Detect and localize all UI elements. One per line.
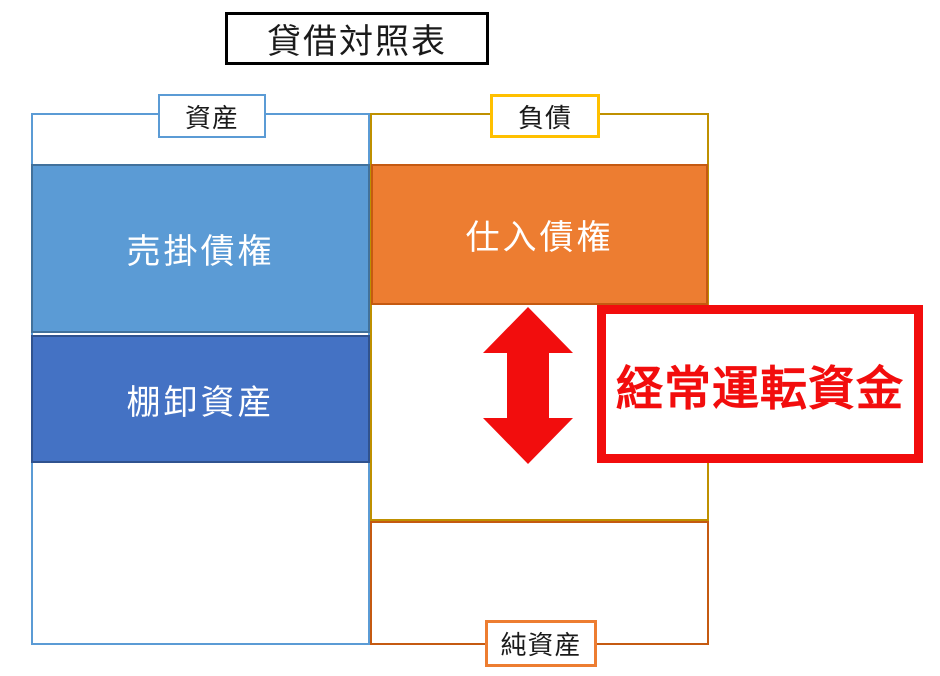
working-capital-arrow (483, 307, 573, 464)
double-headed-arrow-icon (483, 307, 573, 464)
double-headed-arrow-shape (483, 307, 573, 464)
liabilities-tag-label: 負債 (490, 94, 600, 138)
assets-tag-label: 資産 (158, 94, 266, 138)
diagram-title: 貸借対照表 (225, 12, 489, 65)
payables-block: 仕入債権 (371, 164, 708, 305)
net-assets-tag-label: 純資産 (485, 620, 597, 667)
inventory-block: 棚卸資産 (31, 335, 370, 463)
receivables-block: 売掛債権 (31, 164, 370, 333)
working-capital-highlight-box: 経常運転資金 (597, 305, 923, 463)
